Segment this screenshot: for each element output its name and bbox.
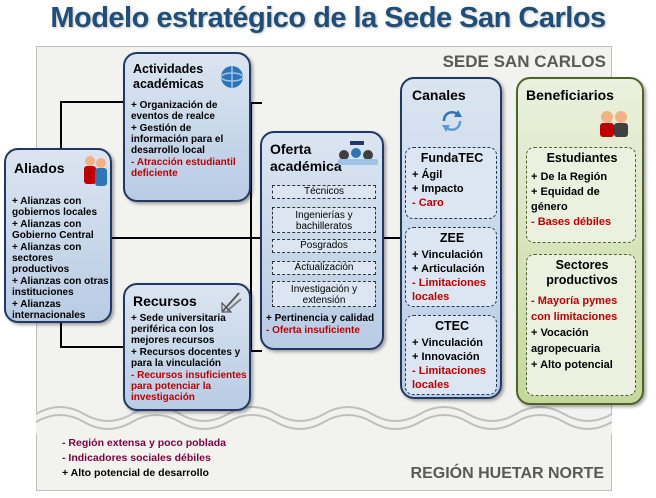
canal-list: + Vinculación + Innovación - Limitacione… (412, 336, 496, 392)
canal-weakness: - Limitaciones locales (412, 365, 486, 391)
canales-heading: Canales (412, 87, 466, 103)
canal-weakness: - Caro (412, 197, 444, 209)
recursos-weakness: - Recursos insuficientes para potenciar … (131, 370, 247, 403)
canal-list: + Vinculación + Articulación - Limitacio… (412, 248, 496, 304)
aliados-item: + Alianzas internacionales (12, 299, 86, 321)
sede-label: SEDE SAN CARLOS (442, 52, 606, 71)
beneficiario-estudiantes: Estudiantes + De la Región + Equidad de … (526, 147, 636, 243)
oferta-weakness: - Oferta insuficiente (266, 325, 360, 336)
beneficiario-weakness: - Bases débiles (531, 216, 612, 228)
connector (60, 322, 62, 346)
oferta-item: + Pertinencia y calidad (266, 313, 375, 324)
oferta-program-tag: Posgrados (272, 239, 376, 253)
oferta-program-tag: Actualización (272, 261, 376, 275)
beneficiario-item: + Equidad de género (531, 186, 600, 213)
drafting-tools-icon (221, 292, 242, 313)
canales-box: Canales FundaTEC + Ágil + Impacto - Caro… (400, 77, 502, 399)
connector (60, 346, 124, 348)
canal-weakness: - Limitaciones locales (412, 277, 486, 303)
actividades-item: + Organización de eventos de realce (131, 100, 218, 122)
aliados-heading: Aliados (14, 160, 65, 176)
beneficiario-name: Sectores productivos (546, 258, 618, 287)
beneficiario-list: + De la Región + Equidad de género - Bas… (531, 170, 635, 230)
canal-item: + Articulación (412, 263, 485, 275)
recursos-item: + Recursos docentes y para la vinculació… (131, 347, 241, 369)
oferta-program-tag: Ingenierías y bachilleratos (272, 207, 376, 233)
beneficiario-item: + Vocación agropecuaria (531, 327, 601, 355)
actividades-box: Actividades académicas + Organización de… (123, 52, 251, 202)
canal-item: + Vinculación (412, 337, 484, 349)
oferta-heading: Oferta académica (270, 141, 342, 174)
region-strength: + Alto potencial de desarrollo (62, 467, 209, 479)
recursos-item: + Sede universitaria periférica con los … (131, 313, 226, 346)
actividades-heading: Actividades académicas (133, 62, 204, 91)
beneficiario-name: Estudiantes (546, 151, 618, 165)
actividades-item: + Gestión de información para el desarro… (131, 123, 224, 156)
canal-item: + Ágil (412, 169, 443, 181)
beneficiario-weakness: - Mayoría pymes con limitaciones (531, 295, 618, 323)
region-weakness: - Indicadores sociales débiles (62, 452, 211, 464)
region-label: REGIÓN HUETAR NORTE (410, 465, 604, 482)
canal-name: CTEC (434, 319, 470, 333)
aliados-list: + Alianzas con gobiernos locales + Alian… (12, 196, 112, 321)
aliados-item: + Alianzas con otras instituciones (12, 276, 109, 298)
canal-fundatec: FundaTEC + Ágil + Impacto - Caro (405, 147, 497, 219)
aliados-item: + Alianzas con sectores productivos (12, 242, 82, 275)
recursos-box: Recursos + Sede universitaria periférica… (123, 283, 251, 411)
diagram-title: Modelo estratégico de la Sede San Carlos (50, 2, 606, 34)
globe-icon (220, 66, 244, 88)
recursos-heading: Recursos (133, 293, 197, 309)
connector (250, 102, 252, 352)
canal-item: + Vinculación (412, 249, 484, 261)
connector (250, 102, 262, 104)
aliados-item: + Alianzas con Gobierno Central (12, 219, 94, 241)
couple-icon (600, 111, 628, 137)
region-list: - Región extensa y poco poblada - Indica… (62, 436, 302, 481)
connector (60, 101, 124, 103)
connector (382, 237, 402, 239)
beneficiarios-box: Beneficiarios Estudiantes + De la Región… (516, 77, 644, 405)
beneficiarios-heading: Beneficiarios (526, 87, 614, 103)
canal-ctec: CTEC + Vinculación + Innovación - Limita… (405, 315, 497, 395)
recursos-list: + Sede universitaria periférica con los … (131, 313, 249, 403)
actividades-weakness: - Atracción estudiantil deficiente (131, 157, 236, 179)
oferta-box: Oferta académica Técnicos Ingenierías y … (260, 131, 384, 350)
sync-arrows-icon (442, 110, 462, 132)
people-icon (84, 156, 107, 186)
canal-item: + Impacto (412, 183, 464, 195)
beneficiario-item: + Alto potencial (531, 359, 613, 371)
wave-divider (36, 406, 612, 434)
beneficiario-list: - Mayoría pymes con limitaciones + Vocac… (531, 293, 635, 373)
canal-item: + Innovación (412, 351, 480, 363)
canal-name: FundaTEC (420, 151, 484, 165)
canal-name: ZEE (439, 231, 465, 245)
beneficiario-sectores: Sectores productivos - Mayoría pymes con… (526, 254, 636, 396)
actividades-list: + Organización de eventos de realce + Ge… (131, 100, 249, 179)
oferta-program-tag: Investigación y extensión (272, 281, 376, 307)
oferta-program-tag: Técnicos (272, 185, 376, 199)
connector (250, 350, 262, 352)
connector (112, 237, 400, 239)
canal-list: + Ágil + Impacto - Caro (412, 168, 464, 210)
graduates-icon (338, 141, 378, 165)
oferta-list: + Pertinencia y calidad - Oferta insufic… (266, 313, 384, 336)
region-weakness: - Región extensa y poco poblada (62, 437, 226, 449)
aliados-box: Aliados + Alianzas con gobiernos locales… (4, 148, 112, 323)
canal-zee: ZEE + Vinculación + Articulación - Limit… (405, 227, 497, 307)
beneficiario-item: + De la Región (531, 171, 608, 183)
connector (60, 101, 62, 149)
aliados-item: + Alianzas con gobiernos locales (12, 196, 98, 218)
